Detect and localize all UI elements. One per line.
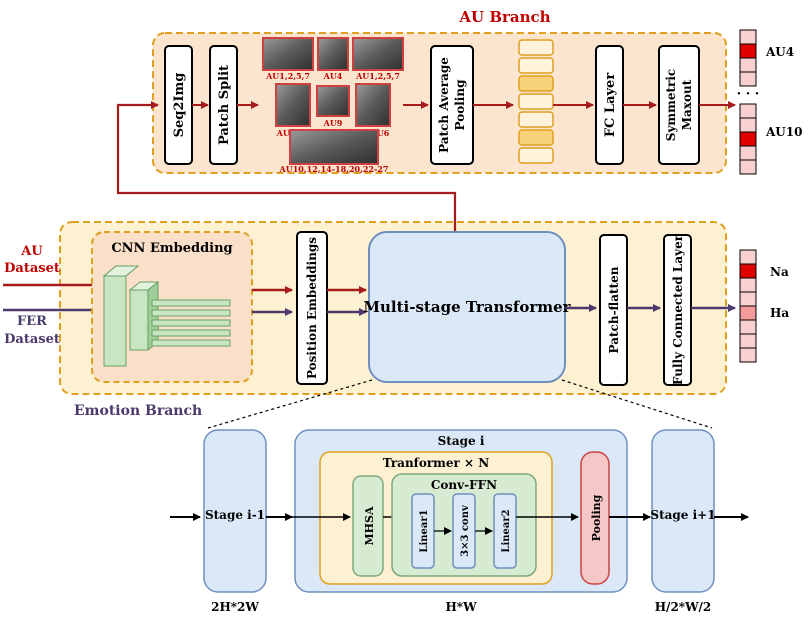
symmetric-maxout-block[interactable]: Symmetric Maxout <box>658 45 700 165</box>
symmetric-label: Symmetric <box>664 69 678 141</box>
emotion-branch-title: Emotion Branch <box>74 403 202 419</box>
dim-next-label: H/2*W/2 <box>655 600 712 614</box>
au-feature-vector <box>518 39 554 164</box>
face-image-mouth <box>289 129 379 165</box>
stage-prev-label: Stage i-1 <box>205 508 265 522</box>
face-image-cheek-right <box>355 83 391 127</box>
face-label-mid-left: AU6 <box>276 128 296 138</box>
face-image-eyes-right <box>352 37 404 71</box>
emotion-output-vector <box>739 249 757 363</box>
face-label-mid-center: AU9 <box>323 118 343 128</box>
face-label-mid-right: AU6 <box>370 128 390 138</box>
cnn-layers-graphic <box>102 264 231 368</box>
mhsa-label: MHSA <box>363 506 376 546</box>
ha-label: Ha <box>770 306 789 320</box>
arrow-transformer-to-au-branch <box>116 101 457 232</box>
face-label-top-mid: AU4 <box>323 71 343 81</box>
patch-average-pooling-block[interactable]: Patch Average Pooling <box>430 45 474 165</box>
face-label-top-left: AU1,2,5,7 <box>265 71 310 81</box>
stage-next-label: Stage i+1 <box>650 508 715 522</box>
zoom-line-right <box>561 379 713 429</box>
seq2img-block[interactable]: Seq2Img <box>164 45 193 165</box>
pooling-label: Pooling <box>590 494 603 541</box>
au-output-ellipsis: · · · <box>737 87 760 102</box>
au-dataset-label-2: Dataset <box>4 261 60 276</box>
transformer-x-n-label: Tranformer × N <box>383 456 489 470</box>
cnn-embedding-label: CNN Embedding <box>111 241 232 256</box>
maxout-label: Maxout <box>680 79 694 130</box>
linear2-block[interactable]: Linear2 <box>493 493 517 569</box>
multi-stage-transformer-block[interactable]: Multi-stage Transformer <box>363 231 572 383</box>
stage-next-block[interactable]: Stage i+1 <box>650 429 716 593</box>
fc-layer-label: FC Layer <box>603 73 618 137</box>
face-image-cheek-left <box>275 83 311 127</box>
fully-connected-layer-label: Fully Connected Layer <box>671 234 685 385</box>
na-label: Na <box>770 265 789 279</box>
linear1-label: Linear1 <box>419 509 430 552</box>
fer-dataset-label-2: Dataset <box>4 332 60 347</box>
conv3x3-label: 3×3 conv <box>460 504 471 557</box>
face-image-eyes-left <box>262 37 314 71</box>
stage-i-label: Stage i <box>438 434 485 448</box>
face-label-bottom: AU10,12,14-18,20,22-27 <box>279 164 389 174</box>
dim-prev-label: 2H*2W <box>211 600 259 614</box>
face-patches: AU1,2,5,7 AU4 AU1,2,5,7 AU6 AU9 AU6 AU10… <box>262 37 404 174</box>
dim-i-label: H*W <box>445 600 477 614</box>
au-branch-title: AU Branch <box>458 8 550 26</box>
patch-flatten-block[interactable]: Patch-flatten <box>599 234 628 386</box>
fc-layer-block[interactable]: FC Layer <box>595 45 624 165</box>
au-dataset-label-1: AU <box>20 244 43 259</box>
patch-average-label-2: Pooling <box>453 79 467 131</box>
au10-label: AU10 <box>765 125 802 139</box>
linear2-label: Linear2 <box>501 509 512 552</box>
multi-stage-transformer-label: Multi-stage Transformer <box>363 298 571 316</box>
au4-label: AU4 <box>765 45 794 59</box>
face-image-nose <box>316 85 350 117</box>
fer-dataset-label-1: FER <box>17 314 47 329</box>
position-embeddings-label: Position Embeddings <box>305 237 319 379</box>
mhsa-block[interactable]: MHSA <box>352 475 384 577</box>
patch-average-label-1: Patch Average <box>437 57 451 153</box>
patch-flatten-label: Patch-flatten <box>607 266 621 353</box>
position-embeddings-block[interactable]: Position Embeddings <box>296 231 328 385</box>
patch-split-label: Patch Split <box>217 65 232 145</box>
zoom-line-left <box>207 379 373 429</box>
patch-split-block[interactable]: Patch Split <box>209 45 238 165</box>
conv3x3-block[interactable]: 3×3 conv <box>452 493 476 569</box>
au-output-vector-bottom <box>739 103 757 175</box>
stage-prev-block[interactable]: Stage i-1 <box>203 429 267 593</box>
conv-ffn-label: Conv-FFN <box>431 478 497 492</box>
au-output-vector-top <box>739 29 757 87</box>
seq2img-label: Seq2Img <box>172 73 187 138</box>
linear1-block[interactable]: Linear1 <box>411 493 435 569</box>
fully-connected-layer-block[interactable]: Fully Connected Layer <box>663 234 692 386</box>
pooling-block[interactable]: Pooling <box>580 451 610 585</box>
face-label-top-right: AU1,2,5,7 <box>355 71 400 81</box>
face-image-brow <box>317 37 349 71</box>
